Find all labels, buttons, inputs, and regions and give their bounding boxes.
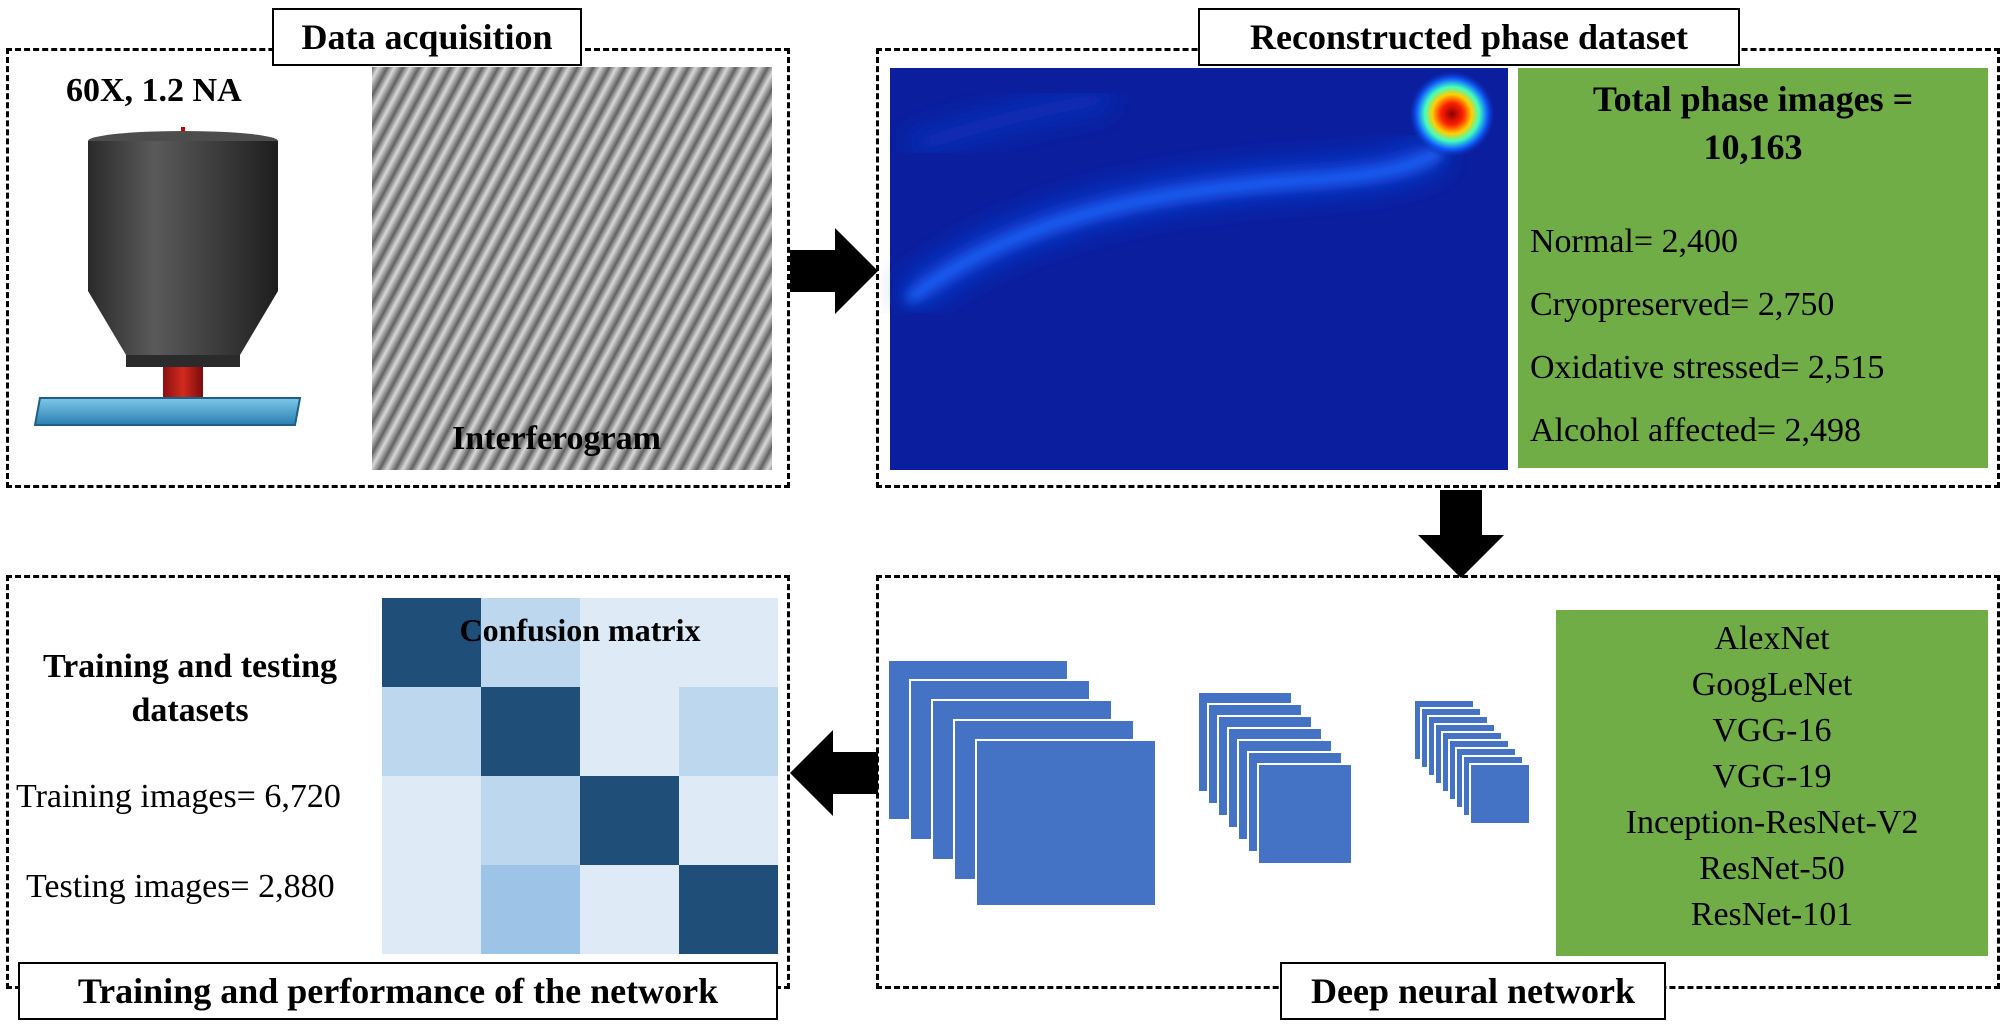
training-heading-line2: datasets bbox=[131, 692, 249, 729]
arrow-left-icon bbox=[790, 730, 878, 816]
objective-lens-icon bbox=[33, 127, 302, 426]
matrix-cell bbox=[679, 776, 778, 865]
matrix-cell bbox=[679, 598, 778, 687]
matrix-cell bbox=[580, 865, 679, 954]
testing-images-count: Testing images= 2,880 bbox=[26, 868, 335, 905]
matrix-cell bbox=[382, 865, 481, 954]
matrix-cell bbox=[382, 598, 481, 687]
matrix-cell bbox=[481, 598, 580, 687]
matrix-cell bbox=[481, 865, 580, 954]
matrix-cell bbox=[580, 598, 679, 687]
cnn-layers-diagram bbox=[887, 659, 1531, 907]
total-images-line1: Total phase images = bbox=[1592, 79, 1914, 119]
class-cryopreserved: Cryopreserved= 2,750 bbox=[1530, 286, 1835, 323]
matrix-cell bbox=[580, 776, 679, 865]
class-normal: Normal= 2,400 bbox=[1530, 223, 1739, 260]
reconstructed-phase-title: Reconstructed phase dataset bbox=[1198, 8, 1740, 66]
training-panel-title: Training and performance of the network bbox=[18, 962, 778, 1020]
class-alcohol-affected: Alcohol affected= 2,498 bbox=[1530, 412, 1862, 449]
total-images-line2: 10,163 bbox=[1703, 127, 1803, 167]
training-images-count: Training images= 6,720 bbox=[16, 778, 341, 815]
model-inception-resnet-v2: Inception-ResNet-V2 bbox=[1625, 804, 1919, 841]
matrix-cell bbox=[679, 865, 778, 954]
matrix-cell bbox=[580, 687, 679, 776]
matrix-cell bbox=[679, 687, 778, 776]
arrow-down-icon bbox=[1418, 490, 1504, 578]
data-acquisition-title: Data acquisition bbox=[272, 8, 582, 66]
phase-image bbox=[890, 68, 1508, 470]
interferogram-label: Interferogram bbox=[452, 420, 661, 457]
model-googlenet: GoogLeNet bbox=[1691, 666, 1853, 703]
training-heading-line1: Training and testing bbox=[42, 648, 338, 685]
arrow-right-icon bbox=[790, 228, 878, 314]
models-box bbox=[1556, 610, 1988, 956]
model-alexnet: AlexNet bbox=[1714, 620, 1830, 657]
interferogram-image bbox=[372, 67, 772, 470]
model-resnet101: ResNet-101 bbox=[1690, 896, 1854, 933]
model-vgg16: VGG-16 bbox=[1712, 712, 1832, 749]
model-vgg19: VGG-19 bbox=[1712, 758, 1832, 795]
model-resnet50: ResNet-50 bbox=[1699, 850, 1845, 887]
confusion-matrix-label: Confusion matrix bbox=[459, 612, 701, 648]
confusion-matrix bbox=[382, 598, 778, 954]
class-oxidative-stressed: Oxidative stressed= 2,515 bbox=[1530, 349, 1885, 386]
matrix-cell bbox=[481, 687, 580, 776]
objective-label: 60X, 1.2 NA bbox=[66, 72, 242, 109]
matrix-cell bbox=[481, 776, 580, 865]
matrix-cell bbox=[382, 687, 481, 776]
dataset-stats-box bbox=[1518, 68, 1988, 468]
matrix-cell bbox=[382, 776, 481, 865]
deep-neural-network-title: Deep neural network bbox=[1280, 962, 1666, 1020]
